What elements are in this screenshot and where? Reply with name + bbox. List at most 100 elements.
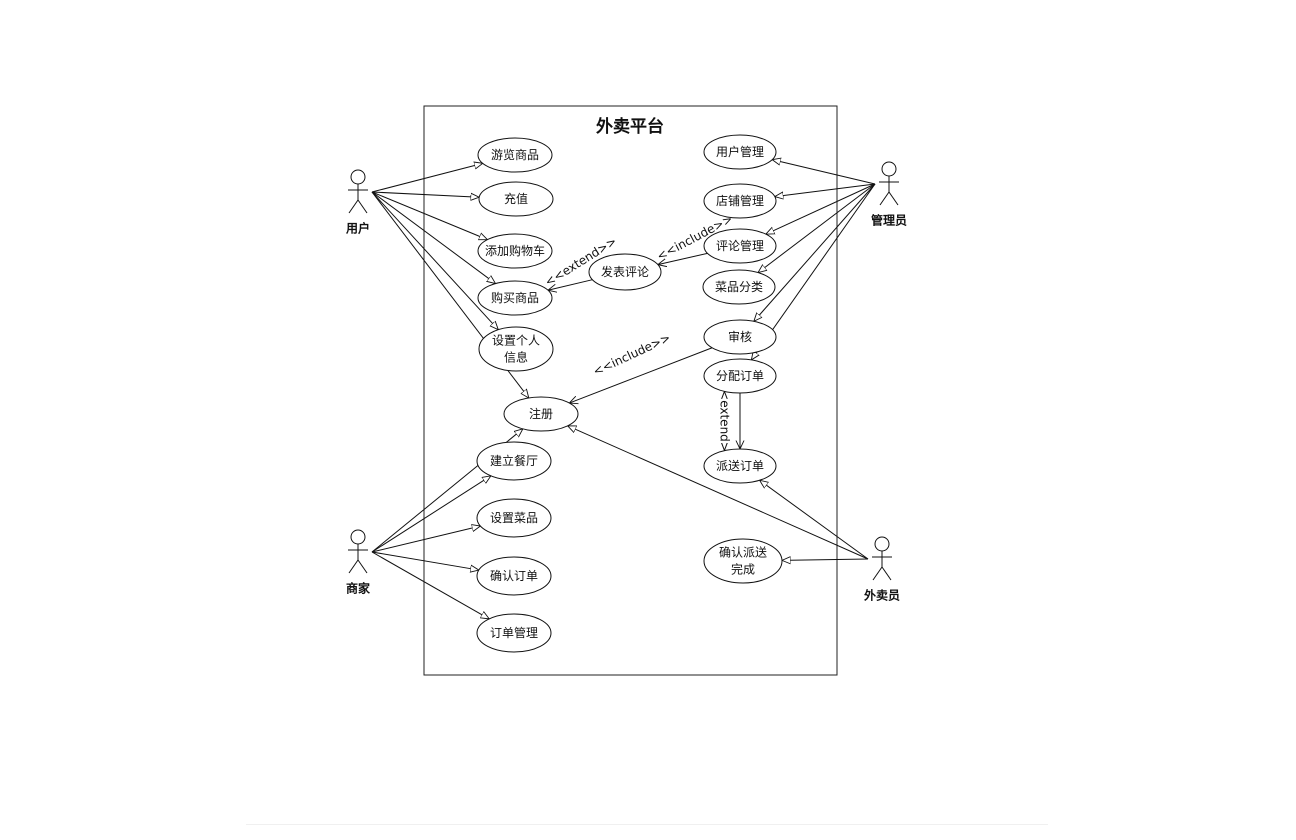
- association-user-buy: [371, 191, 496, 284]
- use-case-label: 注册: [529, 406, 553, 421]
- association-merchant-order_mgmt: [371, 551, 489, 619]
- actor-label: 管理员: [871, 213, 907, 228]
- use-case-label: 信息: [504, 350, 528, 365]
- use-case-label: 购买商品: [491, 290, 539, 305]
- system-boundary: [423, 105, 838, 676]
- association-courier-confirm_delivery: [782, 559, 869, 560]
- use-case-ellipse[interactable]: [503, 396, 579, 432]
- use-case-order-mgmt[interactable]: 订单管理: [476, 613, 552, 653]
- use-case-ellipse[interactable]: [703, 183, 777, 219]
- actor-label: 外卖员: [864, 588, 900, 603]
- use-case-ellipse[interactable]: [476, 556, 552, 596]
- associations: [371, 160, 876, 619]
- use-case-label: 充值: [504, 191, 528, 206]
- association-admin-audit: [754, 183, 876, 321]
- use-case-ellipse[interactable]: [703, 134, 777, 170]
- use-case-label: 设置个人: [492, 334, 540, 348]
- use-case-post-review[interactable]: 发表评论: [588, 253, 662, 291]
- use-case-ellipse[interactable]: [477, 137, 553, 173]
- use-case-label: 确认订单: [490, 569, 538, 583]
- use-case-label: 发表评论: [601, 264, 649, 279]
- association-merchant-build_restaurant: [371, 476, 491, 553]
- use-case-ellipse[interactable]: [476, 498, 552, 538]
- association-user-browse: [371, 163, 483, 193]
- stick-figure-icon: [872, 536, 892, 581]
- use-case-label: 用户管理: [716, 144, 764, 159]
- use-case-review-mgmt[interactable]: 评论管理: [703, 228, 777, 264]
- use-case-label: 评论管理: [716, 238, 764, 253]
- use-case-label: 派送订单: [716, 458, 764, 473]
- use-case-buy[interactable]: 购买商品: [477, 280, 553, 316]
- use-case-ellipse[interactable]: [477, 233, 553, 269]
- use-case-ellipse[interactable]: [703, 358, 777, 394]
- use-case-ellipse[interactable]: [703, 319, 777, 355]
- use-case-label: 游览商品: [491, 147, 539, 162]
- divider: [246, 824, 1048, 825]
- use-case-label: 建立餐厅: [490, 453, 538, 468]
- use-case-ellipse[interactable]: [702, 269, 776, 305]
- use-case-label: 审核: [728, 329, 752, 344]
- association-admin-user_mgmt: [772, 160, 876, 185]
- association-courier-register: [568, 426, 869, 560]
- use-case-label: 确认派送: [719, 545, 767, 560]
- use-case-recharge[interactable]: 充值: [478, 181, 554, 217]
- use-case-ellipse[interactable]: [703, 228, 777, 264]
- use-case-label: 完成: [731, 562, 755, 577]
- association-admin-dish_category: [758, 183, 876, 273]
- actor-courier[interactable]: 外卖员: [864, 536, 900, 603]
- use-case-add-cart[interactable]: 添加购物车: [477, 233, 553, 269]
- association-user-profile: [371, 191, 498, 330]
- use-case-ellipse[interactable]: [588, 253, 662, 291]
- association-user-add_cart: [371, 191, 487, 240]
- actor-label: 用户: [345, 221, 370, 236]
- association-user-recharge: [371, 191, 479, 197]
- actor-label: 商家: [346, 581, 371, 596]
- stereotype-label: <<include>>: [591, 331, 673, 379]
- use-case-register[interactable]: 注册: [503, 396, 579, 432]
- use-case-ellipse[interactable]: [703, 448, 777, 484]
- association-merchant-set_dishes: [371, 526, 480, 553]
- use-case-ellipse[interactable]: [478, 181, 554, 217]
- use-case-label: 分配订单: [716, 369, 764, 383]
- use-case-dish-category[interactable]: 菜品分类: [702, 269, 776, 305]
- association-courier-deliver_order: [760, 480, 869, 560]
- use-case-label: 订单管理: [490, 625, 538, 640]
- use-case-label: 设置菜品: [490, 511, 538, 525]
- use-case-ellipse[interactable]: [476, 441, 552, 481]
- actor-merchant[interactable]: 商家: [346, 529, 371, 596]
- use-case-user-mgmt[interactable]: 用户管理: [703, 134, 777, 170]
- dependency-post_review-buy: [548, 279, 593, 291]
- use-case-ellipse[interactable]: [476, 613, 552, 653]
- stick-figure-icon: [879, 161, 899, 206]
- stereotype-label: <<extend>>: [718, 380, 732, 462]
- use-case-build-restaurant[interactable]: 建立餐厅: [476, 441, 552, 481]
- use-case-set-dishes[interactable]: 设置菜品: [476, 498, 552, 538]
- use-case-label: 菜品分类: [715, 280, 763, 294]
- use-case-ellipse[interactable]: [703, 538, 783, 584]
- use-case-browse[interactable]: 游览商品: [477, 137, 553, 173]
- stick-figure-icon: [348, 169, 368, 214]
- use-case-ellipse[interactable]: [477, 280, 553, 316]
- association-merchant-confirm_order: [371, 551, 479, 570]
- use-case-deliver-order[interactable]: 派送订单: [703, 448, 777, 484]
- actor-admin[interactable]: 管理员: [871, 161, 907, 228]
- use-case-label: 添加购物车: [485, 243, 545, 258]
- system-title: 外卖平台: [596, 116, 664, 137]
- dependency-review_mgmt-post_review: [658, 252, 708, 264]
- actor-user[interactable]: 用户: [345, 169, 370, 236]
- use-case-shop-mgmt[interactable]: 店铺管理: [703, 183, 777, 219]
- use-case-audit[interactable]: 审核: [703, 319, 777, 355]
- association-admin-shop_mgmt: [775, 183, 876, 197]
- dependency-audit-register: [569, 347, 713, 403]
- use-case-ellipse[interactable]: [478, 326, 554, 372]
- use-case-assign-order[interactable]: 分配订单: [703, 358, 777, 394]
- association-admin-review_mgmt: [766, 183, 876, 234]
- stick-figure-icon: [348, 529, 368, 574]
- use-case-label: 店铺管理: [716, 193, 764, 208]
- use-case-confirm-order[interactable]: 确认订单: [476, 556, 552, 596]
